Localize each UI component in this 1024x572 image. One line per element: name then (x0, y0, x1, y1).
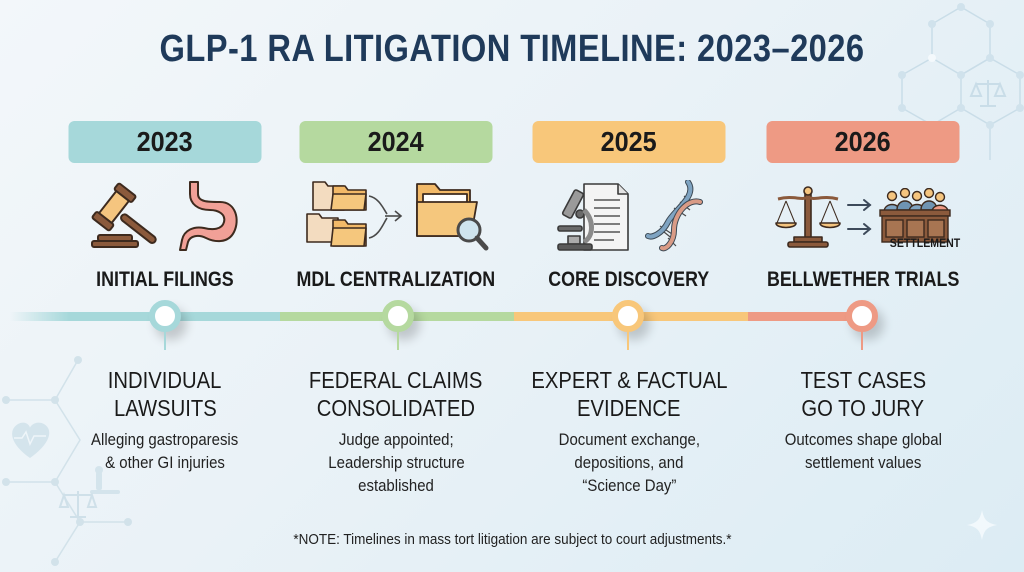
timeline-node-2024 (382, 300, 414, 332)
timeline-node-2026 (846, 300, 878, 332)
phase-headline-2025: EXPERT & FACTUAL EVIDENCE (530, 367, 728, 421)
year-badge-2024: 2024 (299, 121, 493, 163)
phase-2026: 2026 (748, 0, 978, 572)
jury-box-icon (879, 187, 951, 243)
phase-description-2026: Outcomes shape global settlement values (784, 430, 942, 472)
scales-icon (775, 185, 841, 248)
phase-2023: 2023 INITIAL FILINGS INDIVIDUAL LAWSUITS… (50, 0, 280, 572)
phase-title-2025: CORE DISCOVERY (548, 268, 710, 291)
phase-title-2026: BELLWETHER TRIALS (766, 268, 960, 291)
phase-headline-2024: FEDERAL CLAIMS CONSOLIDATED (309, 367, 483, 421)
icon-group-2026 (748, 178, 978, 253)
icon-group-2025 (514, 178, 744, 253)
timeline-segment-2023 (10, 312, 280, 321)
phase-2025: 2025 (514, 0, 744, 572)
timeline-stem-2023 (164, 330, 166, 350)
settlement-label: SETTLEMENT (889, 236, 961, 250)
timeline-segment-2026 (748, 312, 872, 321)
folder-search-icon (416, 182, 489, 250)
timeline-node-2025 (612, 300, 644, 332)
dna-icon (645, 179, 703, 251)
timeline-stem-2024 (397, 330, 399, 350)
stomach-icon (179, 180, 238, 251)
folders-merge-icon (306, 180, 403, 247)
footnote: *NOTE: Timelines in mass tort litigation… (292, 531, 732, 548)
year-badge-2025: 2025 (532, 121, 726, 163)
year-badge-2026: 2026 (766, 121, 960, 163)
phase-headline-2023: INDIVIDUAL LAWSUITS (108, 367, 222, 421)
icon-group-2023 (50, 178, 280, 253)
timeline-stem-2025 (627, 330, 629, 350)
timeline-node-2023 (149, 300, 181, 332)
year-badge-2023: 2023 (68, 121, 262, 163)
page-title: GLP-1 RA LITIGATION TIMELINE: 2023–2026 (159, 28, 865, 70)
phase-2024: 2024 (281, 0, 511, 572)
phase-description-2024: Judge appointed; Leadership structure es… (327, 430, 465, 495)
icon-group-2024 (281, 178, 511, 253)
phase-description-2023: Alleging gastroparesis & other GI injuri… (91, 430, 239, 472)
phase-description-2025: Document exchange, depositions, and “Sci… (558, 430, 700, 495)
microscope-document-icon (557, 182, 629, 251)
arrows-icon (847, 198, 872, 235)
gavel-icon (91, 182, 157, 248)
phase-title-2023: INITIAL FILINGS (96, 268, 234, 291)
timeline-stem-2026 (861, 330, 863, 350)
phase-headline-2026: TEST CASES GO TO JURY (800, 367, 926, 421)
phase-title-2024: MDL CENTRALIZATION (296, 268, 496, 291)
